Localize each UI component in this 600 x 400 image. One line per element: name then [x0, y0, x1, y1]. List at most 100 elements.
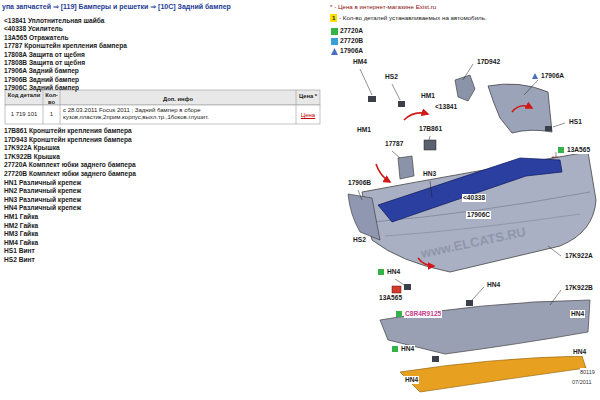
- leader-line: [556, 152, 557, 157]
- fastener: [404, 284, 411, 290]
- callout-number: 13A565: [378, 294, 403, 302]
- bracket-part: [424, 140, 436, 150]
- fastener: [466, 300, 473, 306]
- callout-number: 17906C: [466, 211, 491, 219]
- table-header-cell: Код детали: [6, 92, 42, 99]
- callout-number: <13841: [434, 103, 458, 111]
- leader-line: [392, 84, 400, 100]
- part-list-item: HS2 Винт: [4, 256, 35, 264]
- part-list-item: 27720B Комплект юбки заднего бампера: [4, 170, 136, 178]
- red-arrow: [376, 164, 390, 182]
- variant-marker: [392, 346, 398, 352]
- leader-line: [430, 181, 432, 198]
- leader-line: [395, 279, 404, 285]
- callout-number: HS1: [568, 118, 583, 126]
- leader-line: [429, 136, 430, 140]
- legend-text: 27720A: [340, 27, 363, 35]
- table-header-cell: Цена *: [297, 93, 319, 100]
- callout-number: HS2: [352, 236, 367, 244]
- legend-item: 27720A: [331, 27, 363, 35]
- callout-number: HM1: [420, 92, 436, 100]
- part-list-item: 17906A Задний бампер: [4, 67, 79, 75]
- part-list-item: 17K922B Крышка: [4, 153, 60, 161]
- callout-number: 17D942: [476, 58, 501, 66]
- part-list-item: HN2 Различный крепеж: [4, 187, 81, 195]
- variant-marker: [558, 147, 564, 153]
- callout-number: HN3: [422, 170, 437, 178]
- table-rule: [296, 90, 297, 124]
- leader-line: [548, 246, 561, 256]
- legend-text: 27720B: [340, 37, 363, 45]
- drawing-number: 07/2011: [572, 378, 591, 386]
- callout-number: 17B861: [418, 125, 443, 133]
- part-list-item: HN3 Различный крепеж: [4, 196, 81, 204]
- bumper-skirt: [380, 300, 590, 354]
- price-link: Цена: [297, 111, 319, 119]
- callout-number: <40338: [462, 194, 486, 202]
- part-list-item: 17K922A Крышка: [4, 144, 60, 152]
- table-header-cell: Кол-во: [44, 92, 59, 105]
- part-list-item: 17906C Задний бампер: [4, 84, 79, 92]
- part-list-item: <40338 Усилитель: [4, 25, 63, 33]
- table-header-cell: Доп. инфо: [61, 96, 295, 103]
- part-list-item: 27720A Комплект юбки заднего бампера: [4, 161, 136, 169]
- part-list-item: HS1 Винт: [4, 247, 35, 255]
- part-list-item: HM2 Гайка: [4, 222, 38, 230]
- fastener: [432, 356, 439, 362]
- part-list-item: <13841 Уплотнительная шайба: [4, 17, 105, 25]
- part-list-item: HN4 Различный крепеж: [4, 204, 81, 212]
- leader-line: [553, 123, 565, 127]
- leader-line: [472, 287, 484, 300]
- leader-line: [358, 190, 362, 200]
- table-rule: [60, 90, 61, 124]
- watermark: www.ELCATS.RU: [420, 225, 527, 261]
- part-list-item: 17B861 Кронштейн крепления бампера: [4, 127, 132, 135]
- table-cell: 1: [44, 111, 59, 118]
- fastener: [545, 126, 552, 131]
- skirt-strip: [400, 356, 586, 392]
- part-list-item: 17906B Задний бампер: [4, 76, 79, 84]
- table-row: [5, 105, 320, 124]
- callout-number: HN4: [400, 345, 415, 353]
- legend-swatch: [331, 38, 338, 45]
- variant-marker: [396, 311, 402, 317]
- part-list-item: 17787 Кронштейн крепления бампера: [4, 42, 127, 50]
- callout-number: HN4: [570, 310, 585, 318]
- leader-line: [392, 151, 400, 158]
- bumper-cover: [362, 152, 596, 272]
- reflector: [392, 286, 401, 293]
- variant-marker: [532, 73, 538, 79]
- callout-number: 17906B: [347, 179, 372, 187]
- bumper-end: [348, 194, 380, 240]
- part-list-item: HM4 Гайка: [4, 239, 38, 247]
- part-list-item: HN1 Различный крепеж: [4, 179, 81, 187]
- drawing-number: 80119: [580, 368, 595, 376]
- callout-number: HN4: [404, 376, 419, 384]
- legend-item: 27720B: [331, 37, 363, 45]
- legend-swatch: [331, 28, 338, 35]
- legend-item: 17906A: [331, 47, 363, 55]
- part-list-item: 17D943 Кронштейн крепления бампера: [4, 136, 132, 144]
- legend-triangle: [331, 48, 338, 55]
- callout-number: 17K922A: [564, 252, 594, 260]
- table-cell: с 28.03.2011 Focus 2011 ; Задний бампер …: [63, 107, 294, 122]
- fastener: [398, 101, 405, 107]
- legend-text: 17906A: [340, 47, 363, 55]
- leader-line: [550, 290, 561, 305]
- bracket-part: [398, 156, 414, 179]
- callout-number: 17K922B: [564, 284, 594, 292]
- red-arrow: [404, 113, 428, 120]
- leader-line: [463, 64, 473, 80]
- red-arrow: [512, 106, 532, 112]
- footnote: * - Цена в интернет-магазине Exist.ru: [330, 3, 436, 11]
- reinforcement-beam: [378, 158, 562, 222]
- legend-triangle-shape: [331, 48, 338, 55]
- table-header-row: [5, 90, 320, 105]
- callout-number: HN4: [386, 268, 401, 276]
- table-rule: [43, 90, 44, 124]
- callout-number: C8R4R9125: [404, 310, 442, 318]
- callout-number: HN4: [572, 348, 587, 356]
- part-list-item: 13A565 Отражатель: [4, 34, 69, 42]
